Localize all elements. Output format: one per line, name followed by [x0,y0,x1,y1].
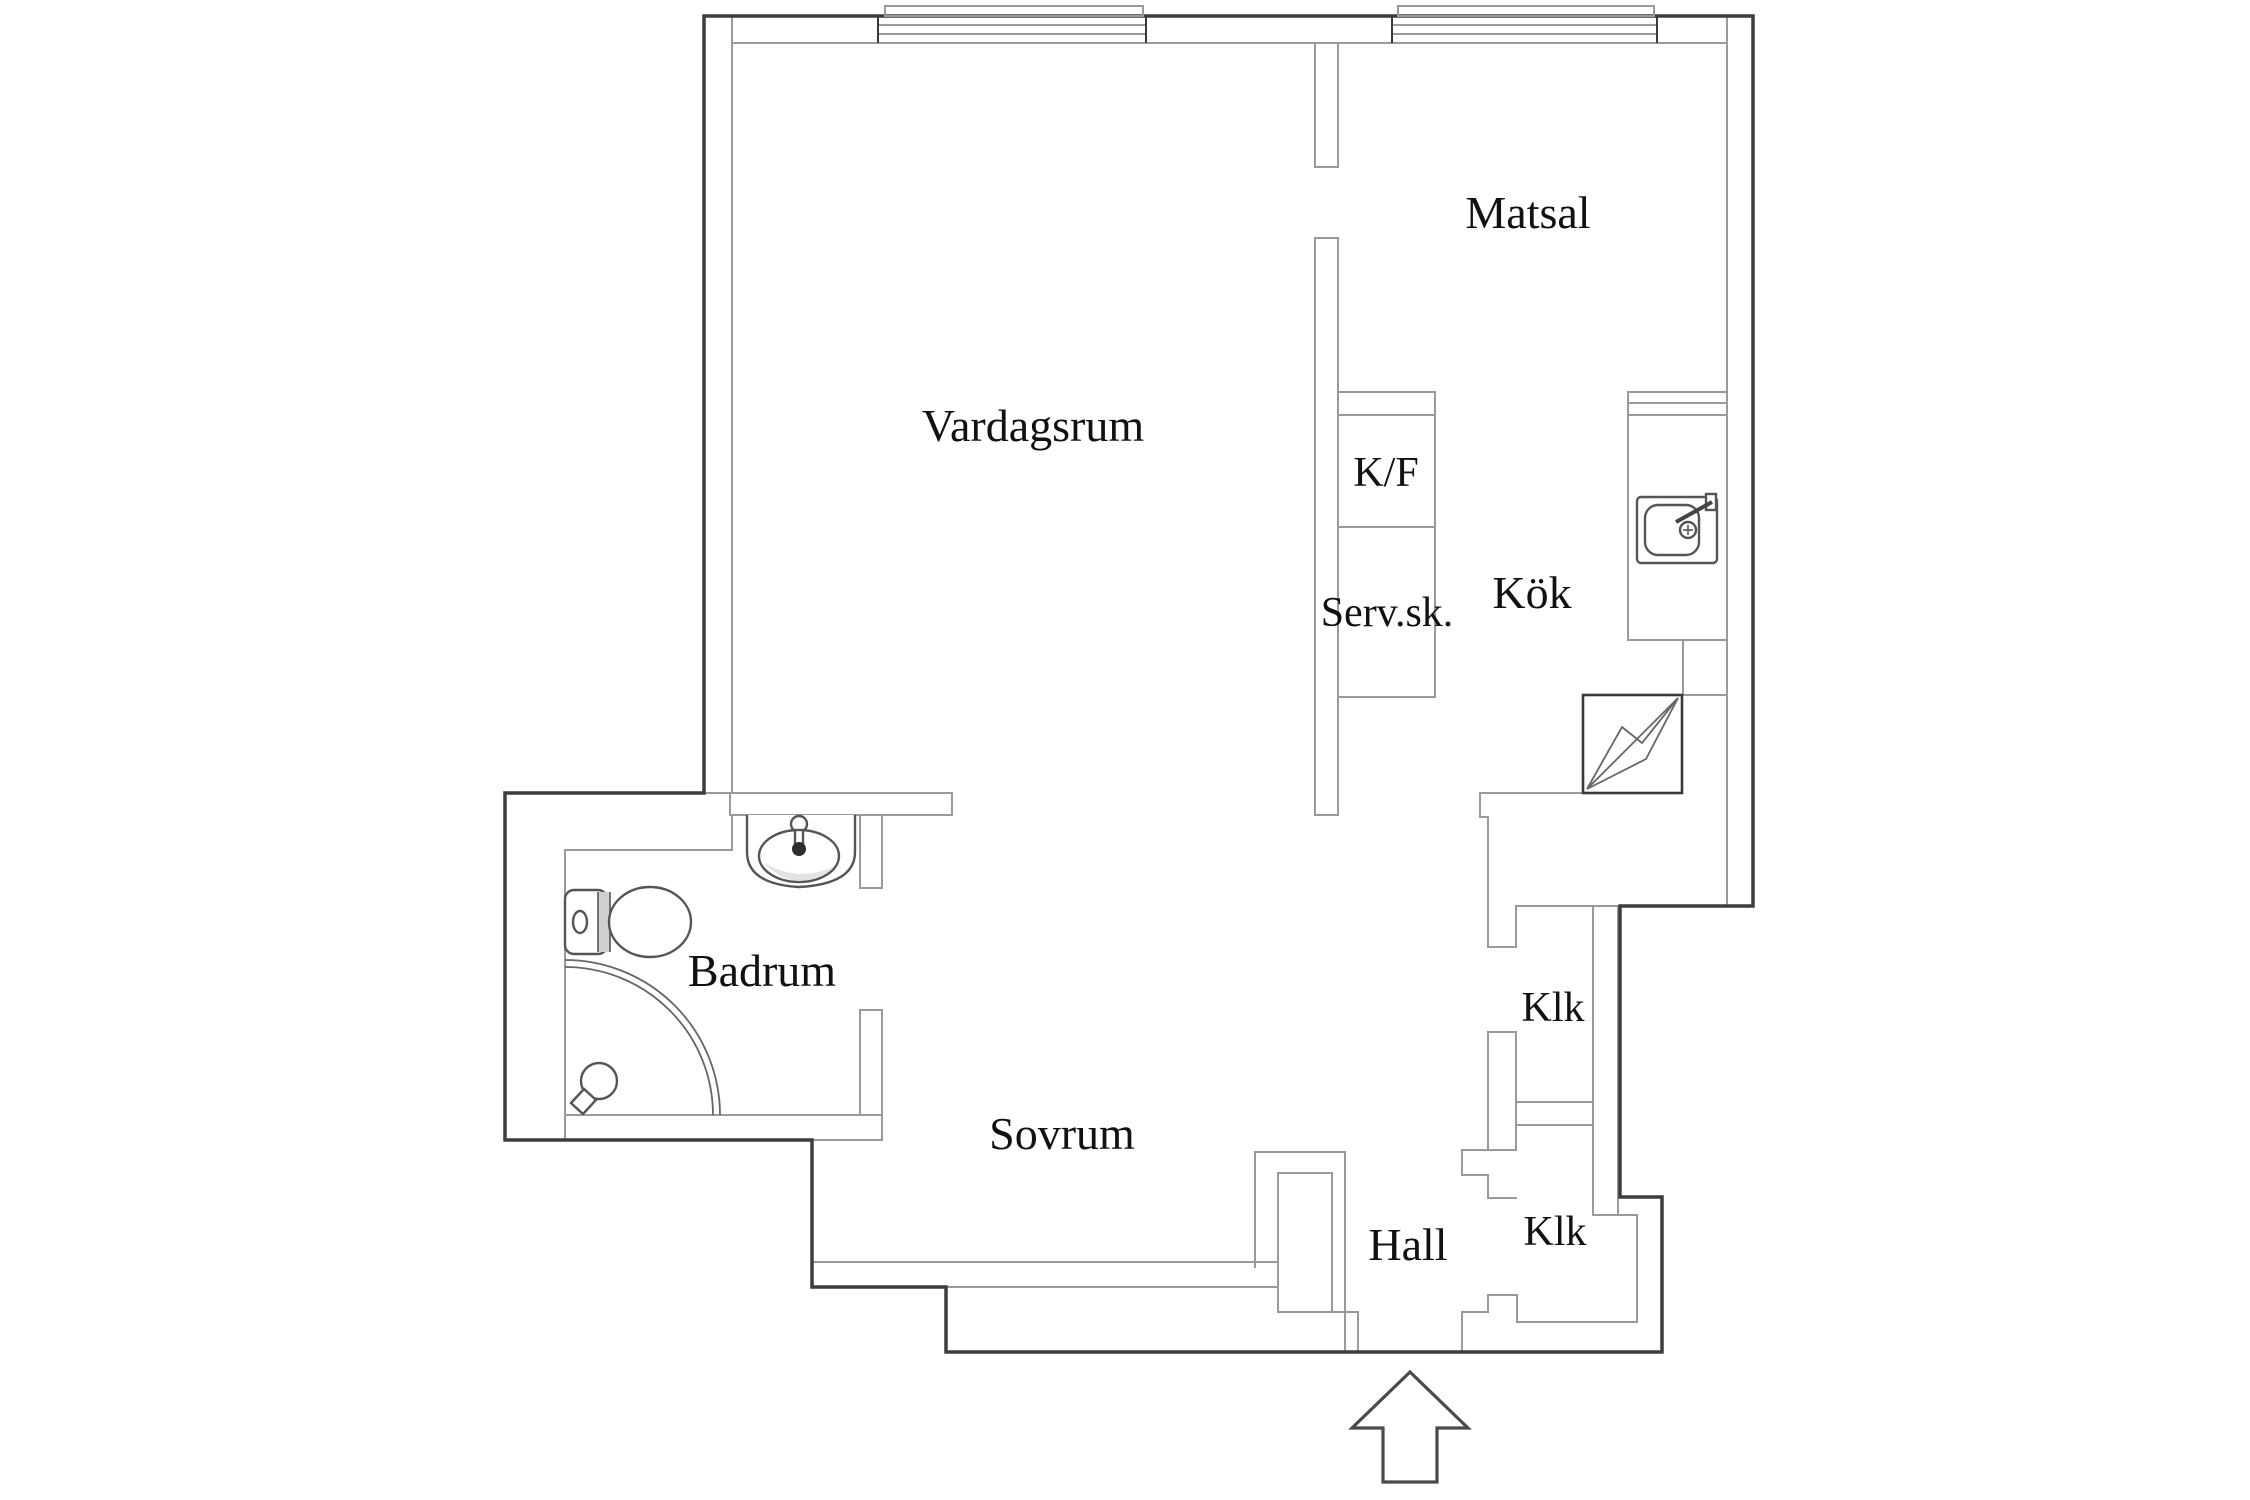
toilet-bowl [607,885,693,959]
wall-livingroom-south [729,792,953,816]
room-label-klk-upper: Klk [1522,985,1585,1031]
wall-west [703,15,733,794]
room-label-kok: Kök [1492,567,1571,618]
electrical-panel-icon [1581,693,1684,795]
window-sill [884,5,1144,17]
window-sill [1397,5,1655,17]
wall-klk-upper-west [1487,1031,1517,1151]
wall-klk-divider [1515,1101,1594,1126]
wall-hall-pier [1254,1151,1346,1352]
room-label-matsal: Matsal [1465,187,1590,238]
room-label-badrum: Badrum [688,945,836,996]
wall-closet-column [1314,237,1339,816]
sink-drain [792,842,806,856]
window-icon-left [877,5,1147,43]
sink-faucet-stem [793,828,805,846]
sink-shading [763,862,834,881]
shower-nozzle [569,1087,598,1116]
room-labels: Vardagsrum Matsal K/F Serv.sk. Kök Badru… [688,187,1591,1270]
toilet-seat-hinge [598,892,610,952]
shower-icon [564,959,721,1116]
wall-bath-door-stub-bottom [859,1009,883,1116]
toilet-icon [563,885,693,959]
room-label-hall: Hall [1368,1219,1447,1270]
kitchen-sink-icon [1635,492,1719,565]
wall-bathroom-south [564,1114,883,1141]
entrance-arrow-icon [1348,1369,1472,1484]
wall-bedroom-south [811,1261,1279,1288]
electrical-bolt-line3 [1586,697,1679,790]
window-icon-right [1391,5,1658,43]
electrical-bolt-line2 [1586,697,1679,790]
room-label-sovrum: Sovrum [989,1108,1135,1159]
bathroom-sink-icon [745,814,857,889]
wall-corridor-east [1592,905,1619,1216]
outer-boundary [503,14,1755,1354]
room-label-servsk: Serv.sk. [1321,590,1454,636]
wall-klk-lower-outline [1461,1124,1638,1352]
kitchen-counter-lower [1682,639,1728,696]
wall-hall-pier-inner [1277,1172,1333,1313]
room-label-kf: K/F [1353,450,1418,496]
kitchen-faucet-lever [1675,500,1713,524]
shower-curtain-arc [564,966,714,1116]
room-label-vardagsrum: Vardagsrum [922,400,1144,451]
closet-kf-servsk [1337,391,1436,698]
wall-hall-pier-foot [1278,1311,1359,1352]
wall-klk-step-jog [1461,1149,1517,1199]
electrical-bolt-line1 [1586,697,1679,790]
wall-divider-stub [1314,42,1339,168]
wall-bath-door-stub-top [859,814,883,889]
wall-top [703,15,1754,44]
shower-curtain-arc-outer [564,959,721,1116]
toilet-flush-button [571,909,589,935]
room-label-klk-lower: Klk [1524,1209,1587,1255]
wall-kitchen-hall-jog [1479,792,1593,948]
shower-head [579,1061,619,1101]
wall-east [1726,15,1754,907]
